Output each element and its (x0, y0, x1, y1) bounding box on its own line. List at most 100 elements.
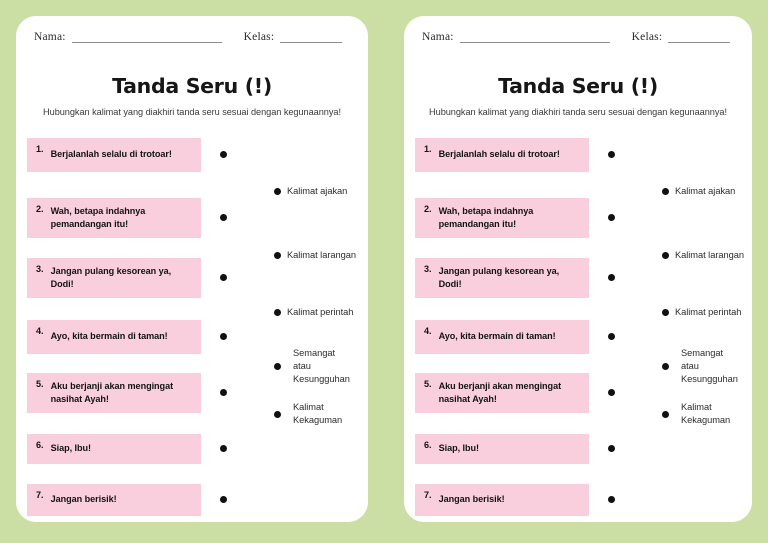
answer-text: Kalimat ajakan (287, 186, 348, 196)
name-field-label: Nama: (422, 31, 454, 43)
answer-text: Kalimat perintah (287, 307, 354, 317)
question-item-5[interactable]: 5. Aku berjanji akan mengingat nasihat A… (27, 373, 201, 413)
answer-connector-dot-2[interactable] (662, 252, 669, 260)
question-item-2[interactable]: 2. Wah, betapa indahnya pemandangan itu! (415, 198, 589, 238)
question-connector-dot-5[interactable] (608, 389, 615, 396)
name-field-label: Nama: (34, 31, 66, 43)
answer-text: Kalimat perintah (675, 307, 742, 317)
question-text: Jangan berisik! (50, 494, 117, 505)
question-text: Siap, Ibu! (50, 443, 92, 454)
answer-connector-dot-2[interactable] (274, 252, 281, 260)
answer-item-4[interactable]: Semangat atau Kesungguhan (274, 347, 350, 387)
question-connector-dot-2[interactable] (220, 214, 227, 221)
answer-text: Kalimat larangan (675, 250, 744, 260)
question-text: Jangan berisik! (438, 494, 505, 505)
class-input-line[interactable] (280, 31, 343, 43)
question-connector-dot-7[interactable] (220, 496, 227, 503)
question-text: Wah, betapa indahnya pemandangan itu! (50, 205, 146, 229)
question-number: 3. (424, 264, 432, 274)
page-title: Tanda Seru (!) (498, 74, 658, 98)
matching-board: 1. Berjalanlah selalu di trotoar! 2. Wah… (16, 134, 368, 516)
question-connector-dot-6[interactable] (220, 445, 227, 452)
matching-board: 1. Berjalanlah selalu di trotoar! 2. Wah… (404, 134, 752, 516)
student-info-row: Nama: Kelas: (34, 31, 350, 43)
question-number: 4. (424, 326, 432, 336)
answer-text: Semangat atau Kesungguhan (681, 348, 738, 385)
answer-item-3[interactable]: Kalimat perintah (274, 306, 353, 319)
question-number: 5. (36, 379, 44, 389)
worksheet-page-right: Nama: Kelas: Tanda Seru (!) Hubungkan ka… (384, 0, 768, 543)
question-number: 7. (424, 490, 432, 500)
question-connector-dot-5[interactable] (220, 389, 227, 396)
question-item-5[interactable]: 5. Aku berjanji akan mengingat nasihat A… (415, 373, 589, 413)
question-item-7[interactable]: 7. Jangan berisik! (415, 484, 589, 516)
name-input-line[interactable] (71, 31, 222, 43)
question-item-2[interactable]: 2. Wah, betapa indahnya pemandangan itu! (27, 198, 201, 238)
question-item-6[interactable]: 6. Siap, Ibu! (415, 434, 589, 464)
answer-text: Semangat atau Kesungguhan (293, 348, 350, 385)
question-text: Aku berjanji akan mengingat nasihat Ayah… (50, 380, 174, 404)
answer-connector-dot-3[interactable] (274, 309, 281, 317)
instruction-text: Hubungkan kalimat yang diakhiri tanda se… (429, 107, 727, 117)
question-connector-dot-3[interactable] (220, 274, 227, 281)
question-connector-dot-4[interactable] (608, 333, 615, 340)
answer-item-2[interactable]: Kalimat larangan (662, 249, 744, 262)
question-number: 6. (36, 440, 44, 450)
question-connector-dot-2[interactable] (608, 214, 615, 221)
question-connector-dot-7[interactable] (608, 496, 615, 503)
question-number: 4. (36, 326, 44, 336)
instruction-text: Hubungkan kalimat yang diakhiri tanda se… (43, 107, 341, 117)
page-title: Tanda Seru (!) (112, 74, 272, 98)
question-connector-dot-6[interactable] (608, 445, 615, 452)
class-input-line[interactable] (668, 31, 731, 43)
question-item-1[interactable]: 1. Berjalanlah selalu di trotoar! (27, 138, 201, 172)
question-item-4[interactable]: 4. Ayo, kita bermain di taman! (27, 320, 201, 354)
answer-connector-dot-5[interactable] (274, 410, 281, 418)
question-number: 2. (36, 204, 44, 214)
question-text: Berjalanlah selalu di trotoar! (50, 149, 172, 160)
question-connector-dot-1[interactable] (220, 151, 227, 158)
answer-connector-dot-4[interactable] (274, 363, 281, 371)
question-number: 1. (424, 144, 432, 154)
student-info-row: Nama: Kelas: (422, 31, 734, 43)
worksheet-card: Nama: Kelas: Tanda Seru (!) Hubungkan ka… (404, 16, 752, 522)
answer-connector-dot-1[interactable] (662, 188, 669, 196)
question-number: 6. (424, 440, 432, 450)
answer-item-1[interactable]: Kalimat ajakan (662, 185, 735, 198)
question-connector-dot-1[interactable] (608, 151, 615, 158)
worksheet-page-left: Nama: Kelas: Tanda Seru (!) Hubungkan ka… (0, 0, 384, 543)
answer-item-1[interactable]: Kalimat ajakan (274, 185, 347, 198)
answer-connector-dot-4[interactable] (662, 363, 669, 371)
question-text: Jangan pulang kesorean ya, Dodi! (50, 265, 172, 289)
question-item-3[interactable]: 3. Jangan pulang kesorean ya, Dodi! (415, 258, 589, 298)
answer-text: Kalimat ajakan (675, 186, 736, 196)
question-text: Aku berjanji akan mengingat nasihat Ayah… (438, 380, 562, 404)
answer-item-5[interactable]: Kalimat Kekaguman (662, 401, 730, 427)
answer-text: Kalimat Kekaguman (293, 402, 343, 426)
question-number: 2. (424, 204, 432, 214)
answer-item-4[interactable]: Semangat atau Kesungguhan (662, 347, 738, 387)
question-text: Ayo, kita bermain di taman! (50, 331, 168, 342)
name-input-line[interactable] (459, 31, 610, 43)
question-item-1[interactable]: 1. Berjalanlah selalu di trotoar! (415, 138, 589, 172)
answer-connector-dot-3[interactable] (662, 309, 669, 317)
question-item-3[interactable]: 3. Jangan pulang kesorean ya, Dodi! (27, 258, 201, 298)
question-text: Jangan pulang kesorean ya, Dodi! (438, 265, 560, 289)
answer-connector-dot-5[interactable] (662, 410, 669, 418)
question-text: Ayo, kita bermain di taman! (438, 331, 556, 342)
question-item-4[interactable]: 4. Ayo, kita bermain di taman! (415, 320, 589, 354)
worksheet-card: Nama: Kelas: Tanda Seru (!) Hubungkan ka… (16, 16, 368, 522)
question-item-6[interactable]: 6. Siap, Ibu! (27, 434, 201, 464)
question-text: Wah, betapa indahnya pemandangan itu! (438, 205, 534, 229)
answer-text: Kalimat larangan (287, 250, 356, 260)
answer-item-5[interactable]: Kalimat Kekaguman (274, 401, 342, 427)
question-connector-dot-3[interactable] (608, 274, 615, 281)
answer-item-2[interactable]: Kalimat larangan (274, 249, 356, 262)
answer-connector-dot-1[interactable] (274, 188, 281, 196)
answer-text: Kalimat Kekaguman (681, 402, 731, 426)
answer-item-3[interactable]: Kalimat perintah (662, 306, 741, 319)
class-field-label: Kelas: (243, 31, 275, 43)
question-connector-dot-4[interactable] (220, 333, 227, 340)
question-item-7[interactable]: 7. Jangan berisik! (27, 484, 201, 516)
